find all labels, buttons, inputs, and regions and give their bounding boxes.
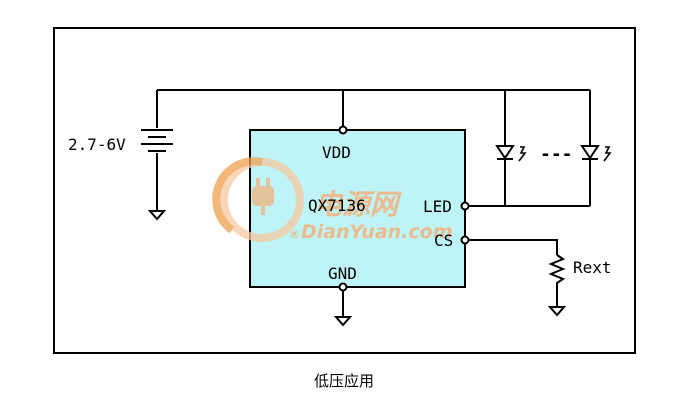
- chip-name-label: QX7136: [308, 196, 366, 215]
- cs-pin-label: CS: [434, 231, 453, 250]
- gnd-pin-dot: [338, 282, 348, 292]
- watermark-registered: ®: [289, 228, 300, 241]
- diagram-frame: [53, 27, 636, 354]
- led-chain-ellipsis: ---: [540, 144, 573, 165]
- watermark-english: DianYuan.com: [301, 221, 453, 243]
- led-pin-label: LED: [423, 197, 452, 216]
- ground-symbol-chip: [333, 316, 353, 327]
- cs-pin-dot: [460, 235, 470, 245]
- led-pin-dot: [460, 201, 470, 211]
- chip-body: [249, 129, 466, 288]
- figure-caption: 低压应用: [314, 372, 374, 390]
- gnd-pin-label: GND: [328, 264, 357, 283]
- vdd-pin-dot: [338, 125, 348, 135]
- resistor-symbol: [548, 254, 566, 306]
- ground-symbol-battery: [147, 210, 167, 221]
- cs-wire: [465, 239, 558, 255]
- vdd-pin-label: VDD: [322, 143, 351, 162]
- led-2-symbol: [580, 145, 612, 162]
- battery-symbol: [141, 129, 173, 152]
- resistor-label: Rext: [573, 258, 612, 277]
- watermark-logo: [212, 157, 304, 242]
- led-1-symbol: [495, 145, 527, 162]
- watermark-chinese: 电源网: [314, 188, 402, 221]
- supply-voltage-label: 2.7-6V: [68, 135, 126, 154]
- ground-symbol-resistor: [547, 306, 567, 317]
